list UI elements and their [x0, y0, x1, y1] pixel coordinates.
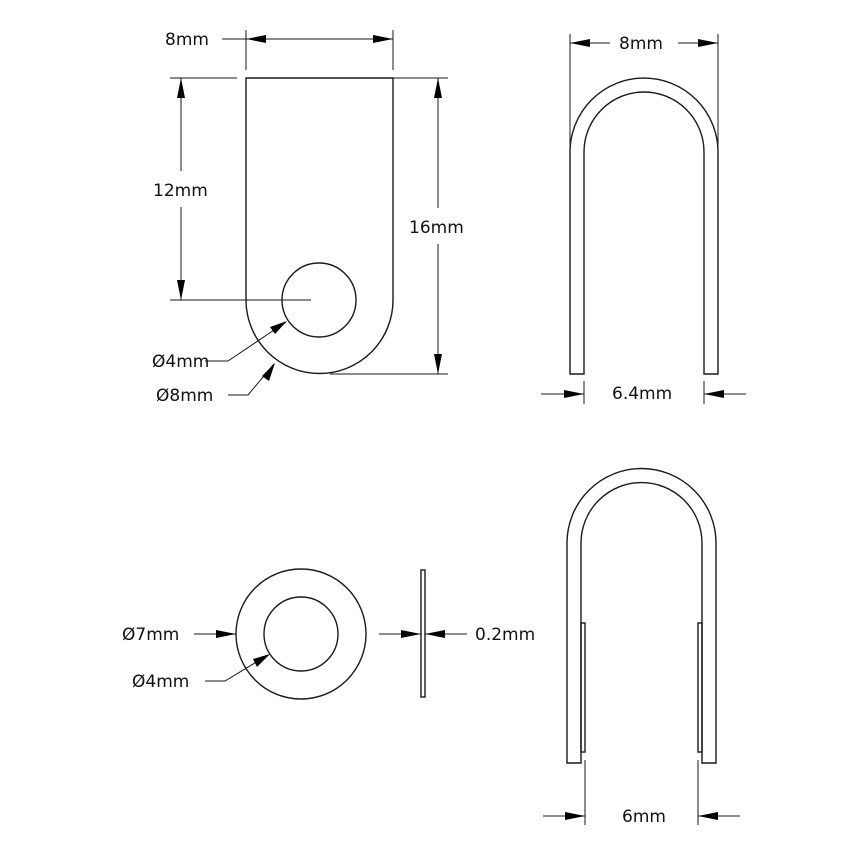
washer-edge-right [697, 622, 703, 753]
washer-edge-view: 0.2mm [379, 569, 535, 698]
bent-width-dimension-label: 8mm [619, 34, 663, 54]
end-diameter-label: Ø8mm [156, 386, 213, 406]
length-dimension-label: 16mm [409, 218, 464, 238]
clip-bent-view: 8mm 6.4mm [541, 34, 746, 404]
inner-gap-dimension-label: 6mm [622, 807, 666, 827]
washer-outer-diameter-label: Ø7mm [122, 625, 179, 645]
clip-bent-outline [569, 77, 719, 375]
hole-diameter-label: Ø4mm [152, 352, 209, 372]
washer-inner-diameter-label: Ø4mm [132, 672, 189, 692]
washer-edge-left [580, 622, 586, 753]
width-dimension-label: 8mm [165, 30, 209, 50]
clip-assembly-outline [566, 467, 717, 764]
washer-outer-circle [235, 568, 367, 700]
hole-offset-dimension-label: 12mm [153, 181, 208, 201]
washer-edge-outline [420, 569, 426, 698]
washer-inner-circle [263, 596, 339, 672]
clip-flat-view: 8mm 12mm 16mm Ø4mm Ø8mm [152, 30, 464, 406]
clip-flat-outline [245, 77, 394, 375]
clip-assembly-view: 6mm [543, 467, 740, 827]
washer-face-view: Ø7mm Ø4mm [122, 568, 367, 700]
leg-gap-dimension-label: 6.4mm [612, 384, 672, 404]
washer-thickness-label: 0.2mm [475, 625, 535, 645]
